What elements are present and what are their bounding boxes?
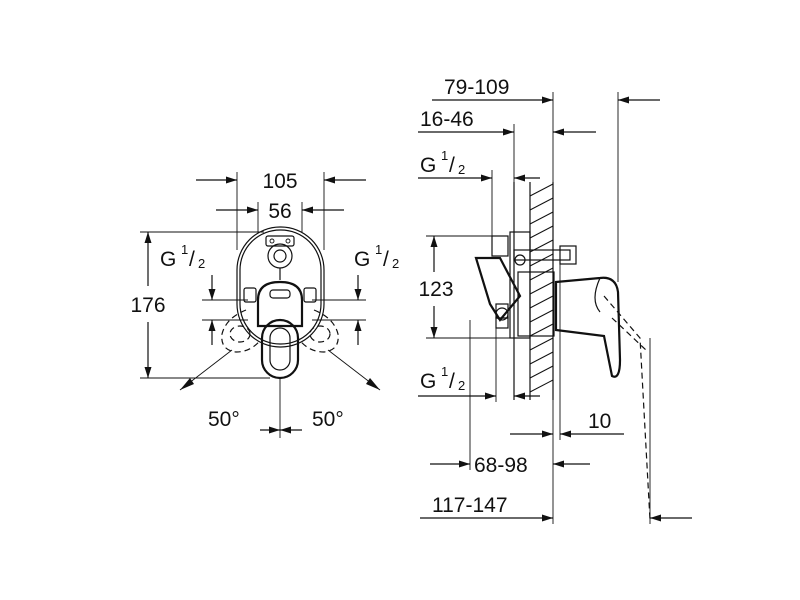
dimension-105-label: 105 xyxy=(262,170,297,193)
dimension-79-109: 79-109 xyxy=(432,76,660,282)
svg-text:/: / xyxy=(449,370,455,393)
dimension-68-98: 68-98 xyxy=(430,320,590,477)
thread-left-letter: G xyxy=(160,248,176,271)
svg-text:/: / xyxy=(383,248,389,271)
dimension-176: 176 xyxy=(130,231,270,379)
side-view: 79-109 16-46 G 1 / 2 xyxy=(418,76,692,524)
thread-top-numerator: 1 xyxy=(441,148,448,163)
thread-left-numerator: 1 xyxy=(181,242,188,257)
dimension-176-label: 176 xyxy=(130,294,165,317)
thread-bottom-letter: G xyxy=(420,370,436,393)
svg-text:/: / xyxy=(449,154,455,177)
thread-top-letter: G xyxy=(420,154,436,177)
front-view: 105 56 176 G 1 / 2 xyxy=(130,170,399,438)
svg-text:G: G xyxy=(354,248,370,271)
dimension-68-98-label: 68-98 xyxy=(474,454,528,477)
thread-left-denominator: 2 xyxy=(198,256,205,271)
angle-right-label: 50° xyxy=(312,408,344,431)
mixer-escutcheon xyxy=(221,226,339,438)
thread-top-callout: G 1 / 2 xyxy=(418,148,540,236)
dimension-117-147: 117-147 xyxy=(420,338,692,524)
dimension-105: 105 xyxy=(196,170,366,250)
dimension-16-46-label: 16-46 xyxy=(420,108,474,131)
thread-right-letter: G xyxy=(354,248,370,271)
svg-text:G: G xyxy=(420,154,436,177)
dimension-117-147-label: 117-147 xyxy=(432,494,508,517)
thread-right-callout: G 1 / 2 xyxy=(312,242,399,345)
angle-left-label: 50° xyxy=(208,408,240,431)
angle-callouts: 50° 50° xyxy=(179,349,381,434)
dimension-16-46: 16-46 xyxy=(418,108,596,182)
lever-handle-profile xyxy=(554,276,651,521)
svg-text:G: G xyxy=(420,370,436,393)
dimension-10: 10 xyxy=(510,264,624,440)
dimension-79-109-label: 79-109 xyxy=(444,76,509,99)
thread-bottom-callout: G 1 / 2 xyxy=(418,328,540,402)
wall-section xyxy=(529,182,554,400)
dimension-56-label: 56 xyxy=(268,200,291,223)
concealed-body xyxy=(474,182,577,400)
svg-text:G: G xyxy=(160,248,176,271)
thread-bottom-denominator: 2 xyxy=(458,378,465,393)
thread-left-callout: G 1 / 2 xyxy=(160,242,248,345)
thread-right-denominator: 2 xyxy=(392,256,399,271)
thread-top-denominator: 2 xyxy=(458,162,465,177)
dimension-56: 56 xyxy=(216,200,344,232)
thread-right-numerator: 1 xyxy=(375,242,382,257)
dimension-123-label: 123 xyxy=(418,278,453,301)
svg-text:/: / xyxy=(189,248,195,271)
dimension-10-label: 10 xyxy=(588,410,611,433)
thread-bottom-numerator: 1 xyxy=(441,364,448,379)
